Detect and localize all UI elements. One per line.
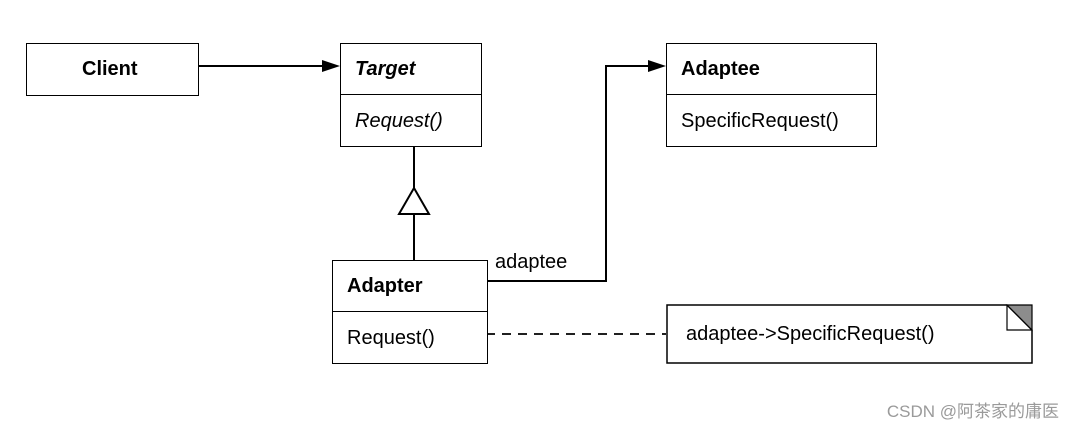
note-folded-corner: [1005, 304, 1033, 332]
target-class-name: Target: [355, 57, 416, 80]
client-target-arrowhead: [322, 60, 340, 72]
adapter-operation: Request(): [347, 326, 435, 349]
adaptee-operation: SpecificRequest(): [681, 109, 839, 132]
target-operation: Request(): [355, 109, 443, 132]
client-class-box: Client: [26, 43, 199, 96]
adapter-class-name: Adapter: [347, 274, 423, 297]
adaptee-class-name: Adaptee: [681, 57, 760, 80]
client-class-name: Client: [82, 58, 138, 80]
note-frame: [666, 304, 1033, 364]
target-divider: [341, 94, 481, 95]
adapter-adaptee-arrowhead: [648, 60, 666, 72]
watermark: CSDN @阿茶家的庸医: [886, 402, 1059, 421]
inheritance-triangle: [397, 185, 431, 215]
adaptee-divider: [667, 94, 876, 95]
note-box: adaptee->SpecificRequest(): [666, 304, 1033, 364]
adapter-divider: [333, 311, 487, 312]
adaptee-association-label: adaptee: [495, 251, 568, 273]
adapter-adaptee-association: [487, 65, 648, 282]
target-class-box: Target Request(): [340, 43, 482, 147]
adapter-class-box: Adapter Request(): [332, 260, 488, 364]
adaptee-class-box: Adaptee SpecificRequest(): [666, 43, 877, 147]
note-text: adaptee->SpecificRequest(): [686, 322, 935, 345]
